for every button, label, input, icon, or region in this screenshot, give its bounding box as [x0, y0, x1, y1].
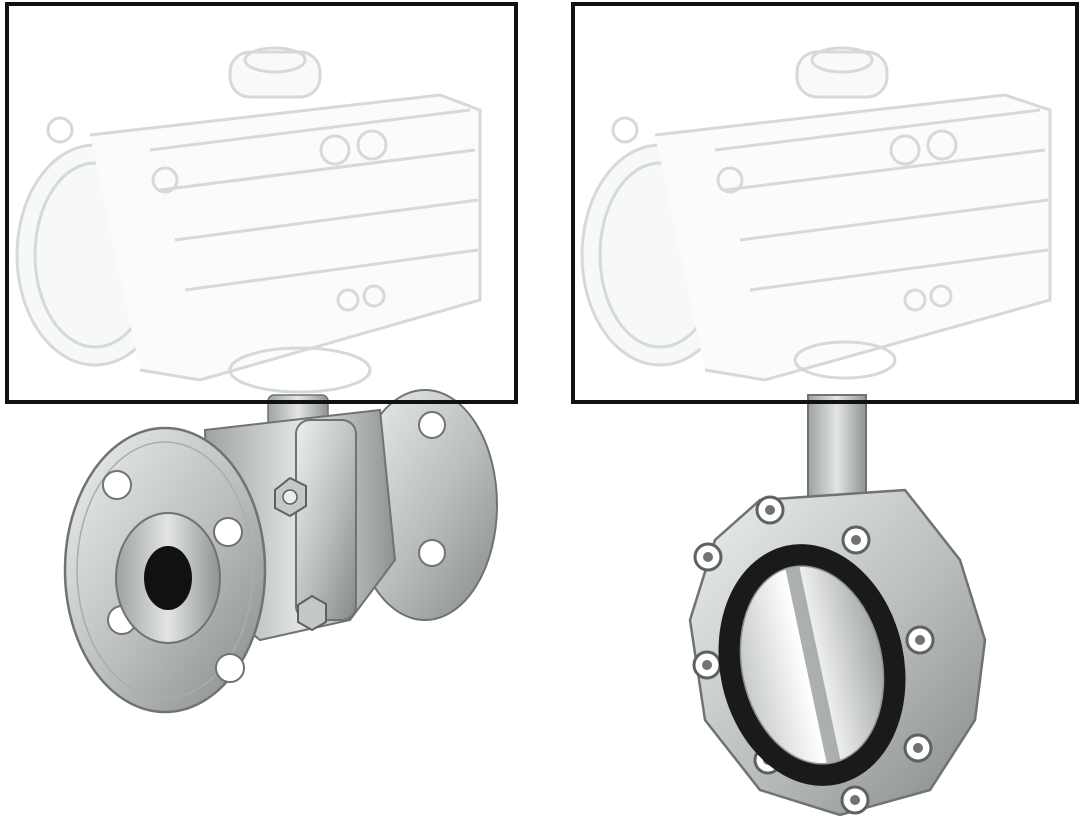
ghost-actuator-left: [15, 46, 482, 394]
actuator-frame-right: [571, 2, 1079, 404]
hex-bolt-icon: [274, 476, 307, 518]
actuator-frame-left: [5, 2, 518, 404]
ball-valve: [63, 389, 498, 714]
ghost-actuator-right: [580, 46, 1052, 382]
butterfly-valve: [688, 394, 987, 817]
